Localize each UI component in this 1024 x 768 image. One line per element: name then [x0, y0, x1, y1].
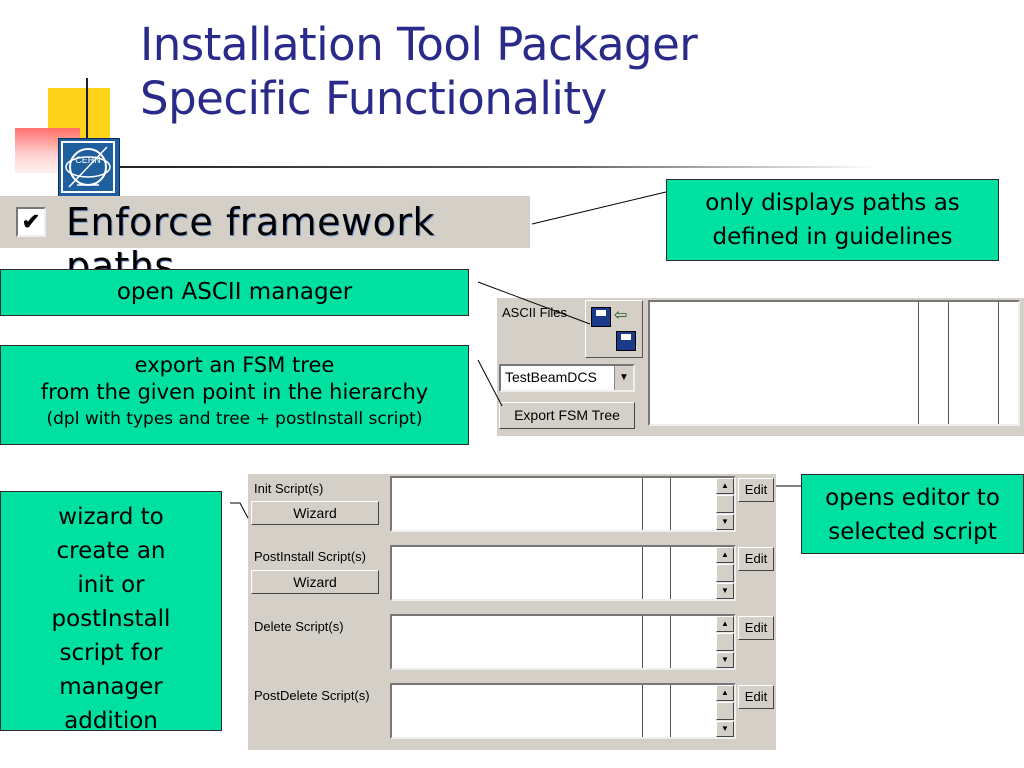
ascii-files-table[interactable]	[648, 300, 1020, 426]
callout-editor: opens editor to selected script	[801, 474, 1024, 554]
title-underline	[118, 166, 878, 168]
init-wizard-button[interactable]: Wizard	[251, 501, 379, 525]
export-fsm-tree-button[interactable]: Export FSM Tree	[499, 402, 635, 429]
init-edit-button[interactable]: Edit	[738, 478, 774, 502]
svg-text:CERN: CERN	[75, 155, 101, 165]
list-column-divider	[642, 616, 643, 668]
callout-fsm: export an FSM tree from the given point …	[0, 345, 469, 445]
enforce-paths-checkbox[interactable]: ✔	[16, 207, 46, 237]
scrollbar[interactable]: ▲▼	[716, 616, 734, 668]
chevron-down-icon[interactable]: ▼	[614, 366, 633, 390]
callout-wizard-line: create an	[56, 538, 166, 564]
scrollbar[interactable]: ▲▼	[716, 547, 734, 599]
scroll-up-icon[interactable]: ▲	[716, 547, 734, 563]
list-column-divider	[642, 685, 643, 737]
scroll-thumb[interactable]	[716, 702, 734, 720]
callout-ascii: open ASCII manager	[0, 269, 469, 316]
callout-fsm-line: export an FSM tree	[134, 353, 335, 377]
scroll-up-icon[interactable]: ▲	[716, 478, 734, 494]
ascii-files-label: ASCII Files	[502, 305, 568, 320]
callout-paths-line: only displays paths as	[705, 190, 960, 216]
list-column-divider	[642, 478, 643, 530]
scroll-up-icon[interactable]: ▲	[716, 685, 734, 701]
floppy-disk-icon	[591, 307, 611, 327]
list-column-divider	[670, 616, 671, 668]
callout-fsm-line: from the given point in the hierarchy	[40, 380, 429, 404]
scroll-down-icon[interactable]: ▼	[716, 721, 734, 737]
callout-wizard-line: init or	[77, 572, 145, 598]
callout-paths: only displays paths as defined in guidel…	[666, 179, 999, 261]
callout-wizard-line: postInstall	[51, 606, 171, 632]
scroll-thumb[interactable]	[716, 495, 734, 513]
postdelete-edit-button[interactable]: Edit	[738, 685, 774, 709]
callout-wizard-line: wizard to	[58, 504, 164, 530]
connector-ascii	[477, 281, 591, 325]
slide-title: Installation Tool Packager Specific Func…	[140, 18, 698, 126]
list-column-divider	[670, 685, 671, 737]
connector-fsm	[477, 359, 503, 407]
init-scripts-list[interactable]: ▲▼	[390, 476, 736, 532]
connector-paths	[531, 191, 667, 225]
scroll-thumb[interactable]	[716, 564, 734, 582]
scroll-down-icon[interactable]: ▼	[716, 583, 734, 599]
list-column-divider	[642, 547, 643, 599]
postdelete-scripts-label: PostDelete Script(s)	[254, 688, 370, 703]
fsm-node-select[interactable]: TestBeamDCS ▼	[499, 364, 635, 392]
postinstall-scripts-list[interactable]: ▲▼	[390, 545, 736, 601]
scroll-up-icon[interactable]: ▲	[716, 616, 734, 632]
postdelete-scripts-list[interactable]: ▲▼	[390, 683, 736, 739]
connector-wizard	[230, 502, 249, 519]
table-column-divider	[998, 302, 999, 424]
postinstall-wizard-button[interactable]: Wizard	[251, 570, 379, 594]
postinstall-scripts-label: PostInstall Script(s)	[254, 549, 366, 564]
scroll-thumb[interactable]	[716, 633, 734, 651]
callout-editor-line: opens editor to	[825, 485, 1000, 511]
table-column-divider	[918, 302, 919, 424]
open-ascii-manager-button[interactable]: ⇦	[585, 300, 643, 358]
init-scripts-label: Init Script(s)	[254, 481, 324, 496]
floppy-disk-icon	[616, 331, 636, 351]
callout-paths-line: defined in guidelines	[712, 224, 953, 250]
list-column-divider	[670, 547, 671, 599]
delete-scripts-label: Delete Script(s)	[254, 619, 344, 634]
cern-logo-icon: CERN	[58, 138, 120, 198]
scrollbar[interactable]: ▲▼	[716, 685, 734, 737]
enforce-paths-row: ✔ Enforce framework paths	[0, 196, 530, 288]
callout-editor-line: selected script	[828, 519, 997, 545]
delete-scripts-list[interactable]: ▲▼	[390, 614, 736, 670]
title-line-2: Specific Functionality	[140, 72, 607, 125]
list-column-divider	[670, 478, 671, 530]
transfer-arrow-icon: ⇦	[614, 307, 628, 324]
scroll-down-icon[interactable]: ▼	[716, 652, 734, 668]
postinstall-edit-button[interactable]: Edit	[738, 547, 774, 571]
callout-wizard: wizard to create an init or postInstall …	[0, 491, 222, 734]
fsm-node-select-value: TestBeamDCS	[505, 369, 597, 385]
title-line-1: Installation Tool Packager	[140, 18, 698, 71]
delete-edit-button[interactable]: Edit	[738, 616, 774, 640]
callout-fsm-note: (dpl with types and tree + postInstall s…	[46, 409, 423, 429]
table-column-divider	[948, 302, 949, 424]
scroll-down-icon[interactable]: ▼	[716, 514, 734, 530]
scrollbar[interactable]: ▲▼	[716, 478, 734, 530]
callout-wizard-line: manager	[59, 674, 163, 700]
callout-wizard-line: script for	[59, 640, 163, 666]
decor-vertical-line	[86, 78, 88, 188]
callout-wizard-line: addition	[64, 708, 158, 734]
